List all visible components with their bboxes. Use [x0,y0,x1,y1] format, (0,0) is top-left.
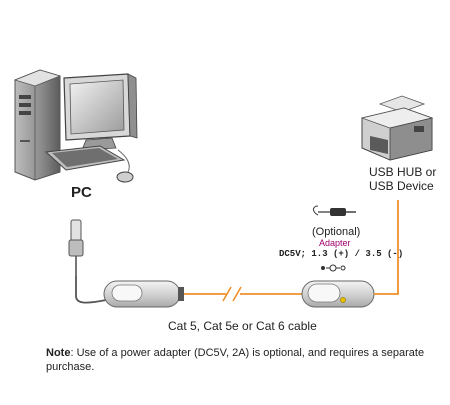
cat-cable [184,286,304,302]
usb-cable [75,276,107,304]
optional-label: (Optional) [312,226,361,238]
power-plug-icon [313,205,356,216]
led-indicator-icon [340,297,346,303]
usb-device-cable [374,200,399,295]
note-prefix: Note [46,347,71,359]
usb-device-label: USB HUB or USB Device [369,165,449,193]
adapter-label: Adapter [319,238,351,248]
note-body: Use of a power adapter (DC5V, 2A) is opt… [46,347,425,373]
desktop-computer-icon [13,69,138,183]
usb-device-label-line2: USB Device [369,179,434,193]
note-separator: : [70,347,74,359]
usb-plug-icon [68,219,84,276]
remote-extender-unit [301,280,375,308]
cable-label: Cat 5, Cat 5e or Cat 6 cable [168,319,317,333]
local-extender-unit [103,280,184,308]
note-text: Note: Use of a power adapter (DC5V, 2A) … [46,346,436,374]
polarity-symbol-icon [321,264,346,272]
printer-icon [360,95,434,161]
usb-device-label-line1: USB HUB or [369,165,437,179]
dc-spec-label: DC5V; 1.3 (+) / 3.5 (-) [279,249,404,259]
pc-label: PC [71,184,92,201]
